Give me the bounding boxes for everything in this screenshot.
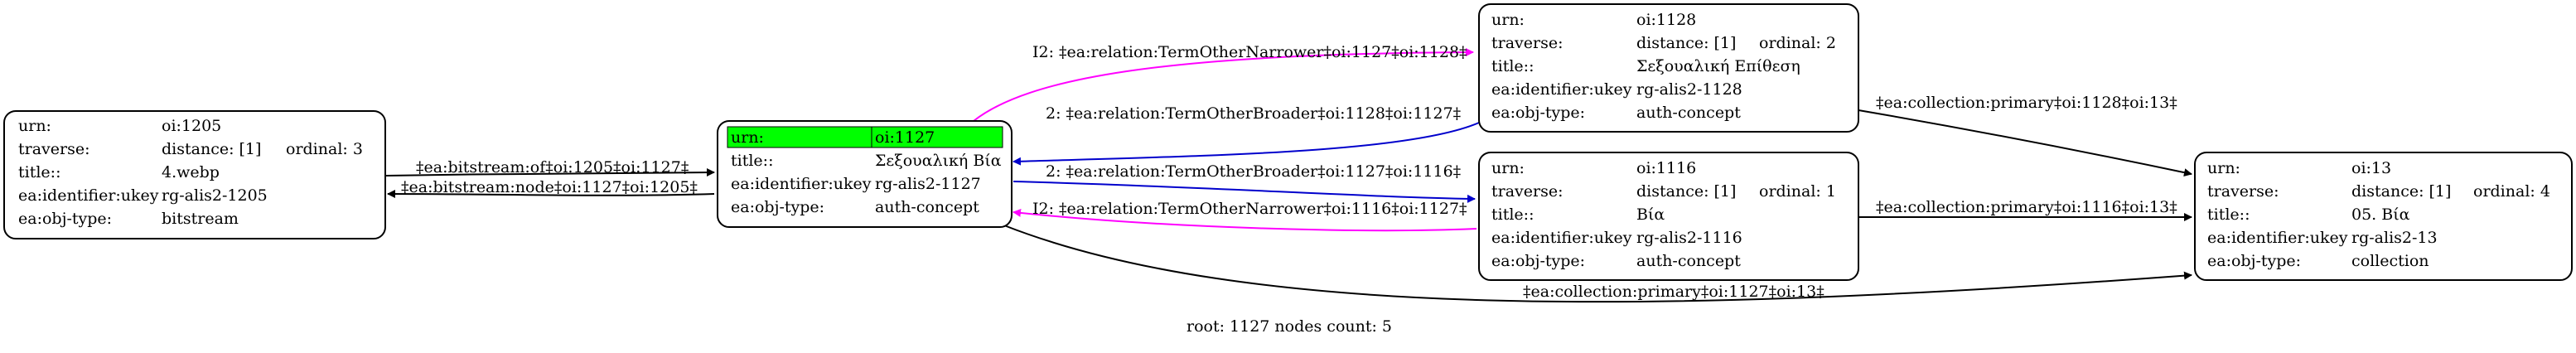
edge-label: ‡ea:bitstream:of‡oi:1205‡oi:1127‡ <box>416 158 689 176</box>
node-1116[interactable]: urn: oi:1116 traverse: distance: [1] ord… <box>1478 152 1859 281</box>
edge-1127-1116-broader[interactable]: 2: ‡ea:relation:TermOtherBroader‡oi:1127… <box>1013 162 1476 203</box>
node-extra: ordinal: 2 <box>1759 34 1836 52</box>
root-highlight-key-cell <box>727 126 872 148</box>
node-key: urn: <box>731 128 764 147</box>
node-value: rg-alis2-1116 <box>1636 229 1742 247</box>
node-value: auth-concept <box>875 198 979 216</box>
node-key: urn: <box>1491 159 1525 177</box>
node-value: bitstream <box>162 210 239 228</box>
node-key: title:: <box>731 152 773 170</box>
node-13[interactable]: urn: oi:13 traverse: distance: [1] ordin… <box>2194 152 2573 281</box>
node-key: traverse: <box>2207 182 2279 201</box>
node-key: title:: <box>18 163 60 181</box>
node-extra: ordinal: 3 <box>286 140 363 158</box>
node-value: auth-concept <box>1636 104 1741 122</box>
edge-label: 2: ‡ea:relation:TermOtherBroader‡oi:1127… <box>1046 162 1461 181</box>
edge-label: ‡ea:collection:primary‡oi:1128‡oi:13‡ <box>1876 94 2177 112</box>
node-value: distance: [1] <box>2351 182 2451 201</box>
node-key: ea:obj-type: <box>1491 252 1585 270</box>
edge-1116-13-collection[interactable]: ‡ea:collection:primary‡oi:1116‡oi:13‡ <box>1858 198 2192 221</box>
node-value: rg-alis2-1127 <box>875 175 981 193</box>
node-1127-root[interactable]: urn: oi:1127 title:: Σεξουαλική Βία ea:i… <box>717 120 1013 228</box>
node-value: distance: [1] <box>1636 34 1736 52</box>
node-value: distance: [1] <box>1636 182 1736 201</box>
edge-label: I2: ‡ea:relation:TermOtherNarrower‡oi:11… <box>1032 43 1467 61</box>
node-key: title:: <box>1491 57 1534 75</box>
edge-1127-1205-bitstream-node[interactable]: ‡ea:bitstream:node‡oi:1127‡oi:1205‡ <box>387 178 715 199</box>
node-value: 4.webp <box>162 163 220 181</box>
node-key: traverse: <box>1491 34 1563 52</box>
node-1205[interactable]: urn: oi:1205 traverse: distance: [1] ord… <box>3 110 386 239</box>
node-key: urn: <box>1491 11 1525 29</box>
node-value: Σεξουαλική Επίθεση <box>1636 57 1800 75</box>
node-key: ea:identifier:ukey <box>18 186 159 205</box>
edge-1116-1127-narrower[interactable]: I2: ‡ea:relation:TermOtherNarrower‡oi:11… <box>1013 200 1477 232</box>
node-key: ea:obj-type: <box>18 210 112 228</box>
node-value: oi:1116 <box>1636 159 1696 177</box>
node-1128[interactable]: urn: oi:1128 traverse: distance: [1] ord… <box>1478 3 1859 133</box>
node-value: Βία <box>1636 206 1665 224</box>
node-key: ea:identifier:ukey <box>1491 229 1632 247</box>
node-value: rg-alis2-1205 <box>162 186 268 205</box>
edge-1127-1128-narrower[interactable]: I2: ‡ea:relation:TermOtherNarrower‡oi:11… <box>973 43 1474 122</box>
edge-1128-1127-broader[interactable]: 2: ‡ea:relation:TermOtherBroader‡oi:1128… <box>1013 104 1480 166</box>
edge-label: ‡ea:bitstream:node‡oi:1127‡oi:1205‡ <box>401 178 698 196</box>
node-value: 05. Βία <box>2351 206 2410 224</box>
node-value: oi:1128 <box>1636 11 1696 29</box>
edge-label: ‡ea:collection:primary‡oi:1116‡oi:13‡ <box>1876 198 2177 216</box>
node-value: oi:13 <box>2351 159 2391 177</box>
node-value: collection <box>2351 252 2429 270</box>
node-extra: ordinal: 1 <box>1759 182 1836 201</box>
edge-1205-1127-bitstream-of[interactable]: ‡ea:bitstream:of‡oi:1205‡oi:1127‡ <box>385 158 715 177</box>
node-key: ea:obj-type: <box>731 198 824 216</box>
node-key: ea:obj-type: <box>1491 104 1585 122</box>
edge-label: 2: ‡ea:relation:TermOtherBroader‡oi:1128… <box>1046 104 1461 123</box>
node-value: rg-alis2-13 <box>2351 229 2438 247</box>
node-key: traverse: <box>18 140 90 158</box>
node-key: urn: <box>18 117 51 135</box>
node-value: distance: [1] <box>162 140 261 158</box>
node-key: urn: <box>2207 159 2240 177</box>
node-extra: ordinal: 4 <box>2473 182 2550 201</box>
node-value: oi:1205 <box>162 117 221 135</box>
node-value: oi:1127 <box>875 128 935 147</box>
edges-layer: I2: ‡ea:relation:TermOtherNarrower‡oi:11… <box>385 43 2192 303</box>
node-key: ea:identifier:ukey <box>2207 229 2348 247</box>
node-value: rg-alis2-1128 <box>1636 80 1742 99</box>
edge-label: ‡ea:collection:primary‡oi:1127‡oi:13‡ <box>1523 283 1824 301</box>
root-highlight-value-cell <box>871 126 1003 148</box>
node-value: auth-concept <box>1636 252 1741 270</box>
edge-1127-13-collection[interactable]: ‡ea:collection:primary‡oi:1127‡oi:13‡ <box>1003 225 2192 303</box>
node-key: ea:obj-type: <box>2207 252 2301 270</box>
node-key: title:: <box>1491 206 1534 224</box>
node-key: ea:identifier:ukey <box>731 175 872 193</box>
edge-1128-13-collection[interactable]: ‡ea:collection:primary‡oi:1128‡oi:13‡ <box>1858 94 2192 177</box>
node-key: traverse: <box>1491 182 1563 201</box>
node-key: ea:identifier:ukey <box>1491 80 1632 99</box>
graph-caption: root: 1127 nodes count: 5 <box>1187 317 1392 336</box>
node-value: Σεξουαλική Βία <box>875 152 1002 170</box>
node-key: title:: <box>2207 206 2250 224</box>
edge-label: I2: ‡ea:relation:TermOtherNarrower‡oi:11… <box>1032 200 1467 218</box>
